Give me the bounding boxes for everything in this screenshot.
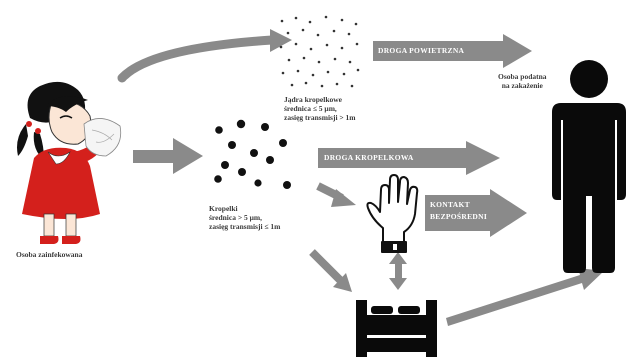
droplets-label-line1: Kropelki	[209, 204, 238, 213]
arrow-to-hand	[316, 182, 356, 207]
nuclei-label-line2: średnica ≤ 5 μm,	[284, 104, 337, 113]
droplets-label-line3: zasięg transmisji ≤ 1m	[209, 222, 281, 231]
person-label-line2: na zakażenie	[501, 81, 543, 90]
bed-icon	[356, 300, 437, 357]
hand-bed-double-arrow	[389, 252, 407, 290]
large-droplets	[214, 119, 291, 189]
droplet-nuclei-cloud	[279, 15, 360, 88]
droplets-label-line2: średnica > 5 μm,	[209, 213, 262, 222]
direct-contact-label-line1: KONTAKT	[430, 200, 470, 209]
person-label-line1: Osoba podatna	[498, 72, 547, 81]
arrow-to-droplets	[133, 138, 203, 174]
sneezer-label: Osoba zainfekowana	[16, 250, 83, 259]
droplets-label: Kropelki średnica > 5 μm, zasięg transmi…	[209, 204, 280, 231]
hand-icon	[366, 174, 419, 253]
sneezing-girl-icon	[17, 81, 122, 244]
arrow-to-bed	[309, 249, 352, 292]
person-label: Osoba podatna na zakażenie	[498, 72, 547, 90]
droplet-route-arrow	[318, 141, 500, 175]
arrow-to-nuclei	[117, 29, 292, 83]
nuclei-label-line3: zasięg transmisji > 1m	[284, 113, 356, 122]
direct-contact-label-line2: BEZPOŚREDNI	[430, 212, 488, 221]
person-silhouette-icon	[552, 60, 626, 273]
direct-contact-arrow	[425, 189, 527, 237]
nuclei-label-line1: Jądra kropelkowe	[284, 95, 342, 104]
airborne-route-arrow	[373, 34, 532, 68]
airborne-route-label: DROGA POWIETRZNA	[378, 46, 465, 55]
droplet-route-label: DROGA KROPELKOWA	[324, 153, 414, 162]
indirect-contact-arrow	[446, 268, 604, 326]
direct-contact-label: KONTAKT BEZPOŚREDNI	[430, 199, 487, 223]
nuclei-label: Jądra kropelkowe średnica ≤ 5 μm, zasięg…	[284, 95, 356, 122]
